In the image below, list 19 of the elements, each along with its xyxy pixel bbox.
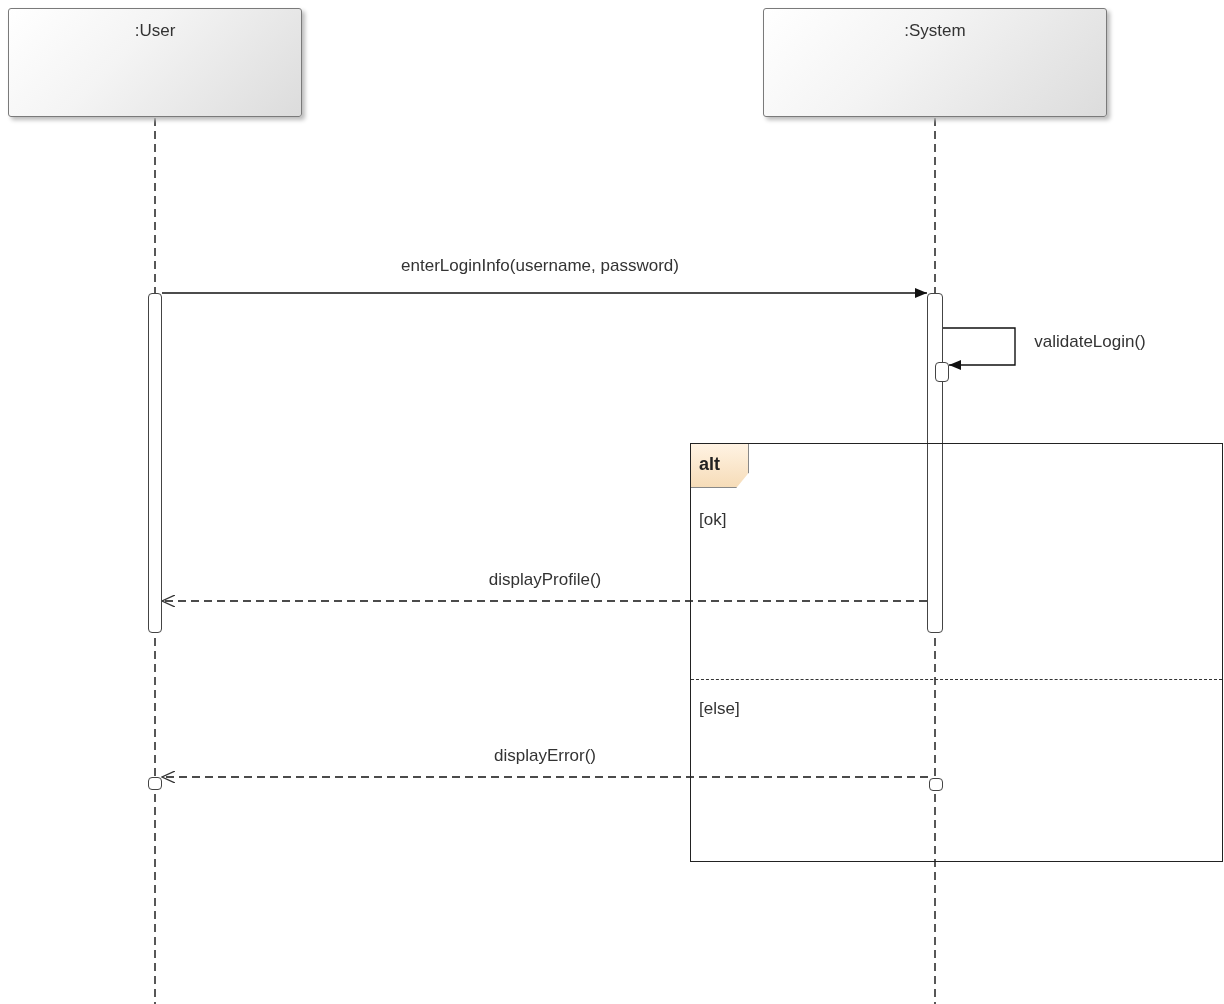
activation-bar xyxy=(148,777,162,790)
return-arrow xyxy=(161,770,929,784)
operator-tab: alt xyxy=(691,444,749,488)
participant-box: :System xyxy=(763,8,1107,117)
message-label: displayProfile() xyxy=(486,570,604,590)
participant-box: :User xyxy=(8,8,302,117)
message-label: displayError() xyxy=(492,746,598,766)
activation-bar xyxy=(929,778,943,791)
guard-condition: [else] xyxy=(699,699,740,719)
message-label: validateLogin() xyxy=(1032,332,1148,352)
self-message-arrow xyxy=(942,327,1016,370)
activation-bar xyxy=(927,293,943,633)
return-arrow xyxy=(161,594,928,608)
activation-bar xyxy=(935,362,949,382)
guard-condition: [ok] xyxy=(699,510,727,530)
combined-fragment xyxy=(690,443,1223,862)
message-arrow xyxy=(161,288,928,298)
message-label: enterLoginInfo(username, password) xyxy=(399,256,681,276)
activation-bar xyxy=(148,293,162,633)
